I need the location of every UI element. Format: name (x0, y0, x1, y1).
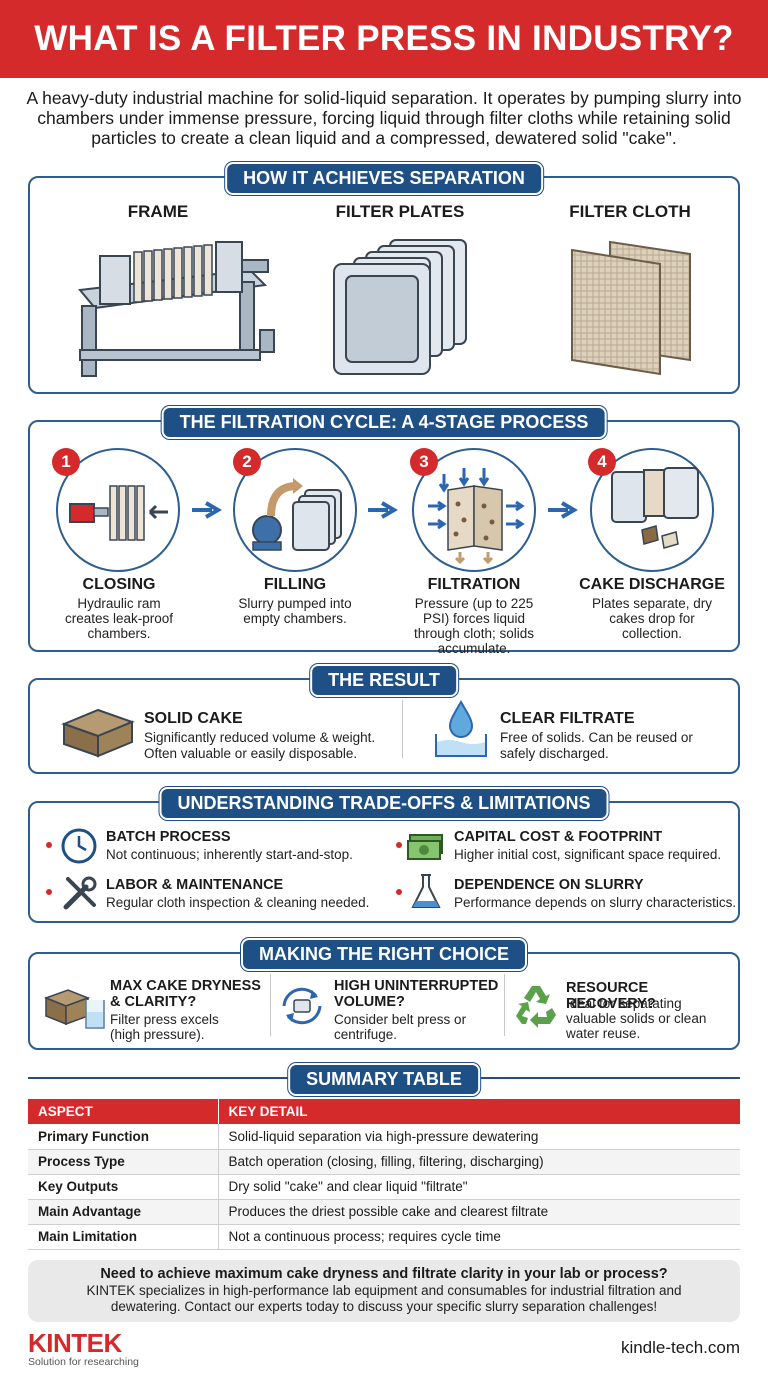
table-header-row: ASPECT KEY DETAIL (28, 1099, 740, 1124)
table-row: Main Advantage Produces the driest possi… (28, 1199, 740, 1225)
choice-description: Consider belt press or centrifuge. (334, 1012, 467, 1042)
tradeoff-title: DEPENDENCE ON SLURRY (454, 877, 644, 893)
choice-title: MAX CAKE DRYNESS & CLARITY? (110, 978, 261, 1010)
title-banner: WHAT IS A FILTER PRESS IN INDUSTRY? (0, 0, 768, 78)
stage-title: FILTRATION (427, 576, 521, 593)
result-description: Free of solids. Can be reused or safely … (500, 730, 693, 761)
section-heading: MAKING THE RIGHT CHOICE (241, 938, 527, 971)
recycle-icon (516, 986, 556, 1028)
section-heading: THE FILTRATION CYCLE: A 4-STAGE PROCESS (161, 406, 607, 439)
choice-title: RESOURCE RECOVERY? (566, 980, 656, 1012)
table-cell: Solid-liquid separation via high-pressur… (218, 1124, 740, 1150)
bullet (396, 842, 402, 848)
cycle-panel: THE FILTRATION CYCLE: A 4-STAGE PROCESS … (28, 406, 740, 656)
choice-description: Filter press excels (high pressure). (110, 1012, 219, 1042)
filter-plates-icon (333, 239, 467, 375)
stage-description: Hydraulic ram creates leak-proof chamber… (64, 596, 174, 641)
money-icon (407, 834, 443, 860)
brand-name: KINTEK (28, 1328, 122, 1358)
result-panel: THE RESULT SOLID CAKE Significantly redu… (28, 664, 740, 774)
tradeoff-description: Performance depends on slurry characteri… (454, 895, 737, 910)
arrow-right-icon (548, 501, 578, 519)
filter-cloth-icon (571, 240, 691, 376)
table-row: Main Limitation Not a continuous process… (28, 1224, 740, 1250)
component-label: FRAME (127, 202, 189, 221)
cta-question: Need to achieve maximum cake dryness and… (100, 1266, 668, 1282)
stage-title: FILLING (263, 576, 327, 593)
tradeoff-title: CAPITAL COST & FOOTPRINT (454, 829, 663, 845)
intro-text: A heavy-duty industrial machine for soli… (26, 88, 742, 148)
tradeoff-description: Regular cloth inspection & cleaning need… (106, 895, 370, 910)
divider (402, 700, 403, 758)
column-header: KEY DETAIL (218, 1099, 740, 1124)
arrow-right-icon (368, 501, 398, 519)
summary-table: ASPECT KEY DETAIL Primary Function Solid… (28, 1099, 740, 1250)
stage-number: 3 (410, 448, 438, 476)
cake-and-beaker-icon (43, 989, 105, 1029)
separation-panel: HOW IT ACHIEVES SEPARATION FRAME FILTER … (28, 162, 740, 394)
table-cell: Produces the driest possible cake and cl… (218, 1199, 740, 1225)
stage-title: CAKE DISCHARGE (579, 576, 725, 593)
cta-box: Need to achieve maximum cake dryness and… (28, 1260, 740, 1322)
arrow-right-icon (192, 501, 222, 519)
stage-number: 1 (52, 448, 80, 476)
table-cell: Process Type (28, 1149, 219, 1175)
result-description: Significantly reduced volume & weight. O… (144, 730, 376, 761)
tradeoffs-panel: UNDERSTANDING TRADE-OFFS & LIMITATIONS B… (28, 787, 740, 923)
bullet (46, 842, 52, 848)
flask-icon (411, 874, 441, 908)
stage-number: 2 (233, 448, 261, 476)
pump-icon (252, 478, 342, 551)
table-row: Process Type Batch operation (closing, f… (28, 1149, 740, 1175)
section-heading: UNDERSTANDING TRADE-OFFS & LIMITATIONS (159, 787, 609, 820)
table-row: Key Outputs Dry solid "cake" and clear l… (28, 1174, 740, 1200)
website-link[interactable]: kindle-tech.com (620, 1338, 740, 1357)
filter-press-frame-icon (78, 241, 275, 377)
stage-description: Slurry pumped into empty chambers. (238, 596, 352, 626)
table-cell: Main Limitation (28, 1224, 219, 1250)
choice-description: Ideal for separating valuable solids or … (566, 996, 707, 1041)
section-heading: HOW IT ACHIEVES SEPARATION (225, 162, 543, 195)
clock-icon (61, 828, 97, 864)
tools-icon (63, 876, 97, 910)
table-cell: Main Advantage (28, 1199, 219, 1225)
stage-title: CLOSING (82, 576, 156, 593)
choice-panel: MAKING THE RIGHT CHOICE MAX CAKE DRYNESS… (28, 938, 740, 1050)
stage-number: 4 (588, 448, 616, 476)
kintek-logo: KINTEK Solution for researching (28, 1330, 139, 1368)
solid-cake-icon (61, 708, 135, 758)
component-label: FILTER PLATES (335, 202, 465, 221)
divider (504, 974, 505, 1036)
table-cell: Dry solid "cake" and clear liquid "filtr… (218, 1174, 740, 1200)
column-header: ASPECT (28, 1099, 219, 1124)
table-cell: Batch operation (closing, filling, filte… (218, 1149, 740, 1175)
cta-text: KINTEK specializes in high-performance l… (86, 1283, 682, 1314)
stage-description: Pressure (up to 225 PSI) forces liquid t… (413, 596, 535, 656)
hydraulic-ram-icon (69, 485, 168, 541)
page-title: WHAT IS A FILTER PRESS IN INDUSTRY? (34, 19, 734, 58)
component-label: FILTER CLOTH (569, 202, 691, 221)
tradeoff-title: LABOR & MAINTENANCE (106, 877, 284, 893)
continuous-cycle-icon (282, 987, 322, 1025)
cake-discharge-icon (611, 467, 699, 549)
table-cell: Not a continuous process; requires cycle… (218, 1224, 740, 1250)
section-heading: THE RESULT (310, 664, 458, 697)
tradeoff-description: Not continuous; inherently start-and-sto… (106, 847, 353, 862)
table-row: Primary Function Solid-liquid separation… (28, 1124, 740, 1150)
section-heading: SUMMARY TABLE (288, 1063, 480, 1096)
divider (270, 974, 271, 1036)
brand-tagline: Solution for researching (28, 1356, 139, 1368)
choice-title: HIGH UNINTERRUPTED VOLUME? (334, 978, 499, 1010)
tradeoff-title: BATCH PROCESS (106, 829, 231, 845)
tradeoff-description: Higher initial cost, significant space r… (454, 847, 722, 862)
table-cell: Primary Function (28, 1124, 219, 1150)
filtration-icon (428, 468, 525, 565)
table-cell: Key Outputs (28, 1174, 219, 1200)
water-drop-icon (435, 700, 487, 757)
bullet (396, 889, 402, 895)
stage-description: Plates separate, dry cakes drop for coll… (591, 596, 713, 641)
result-title: SOLID CAKE (144, 710, 243, 727)
bullet (46, 889, 52, 895)
result-title: CLEAR FILTRATE (500, 710, 635, 727)
